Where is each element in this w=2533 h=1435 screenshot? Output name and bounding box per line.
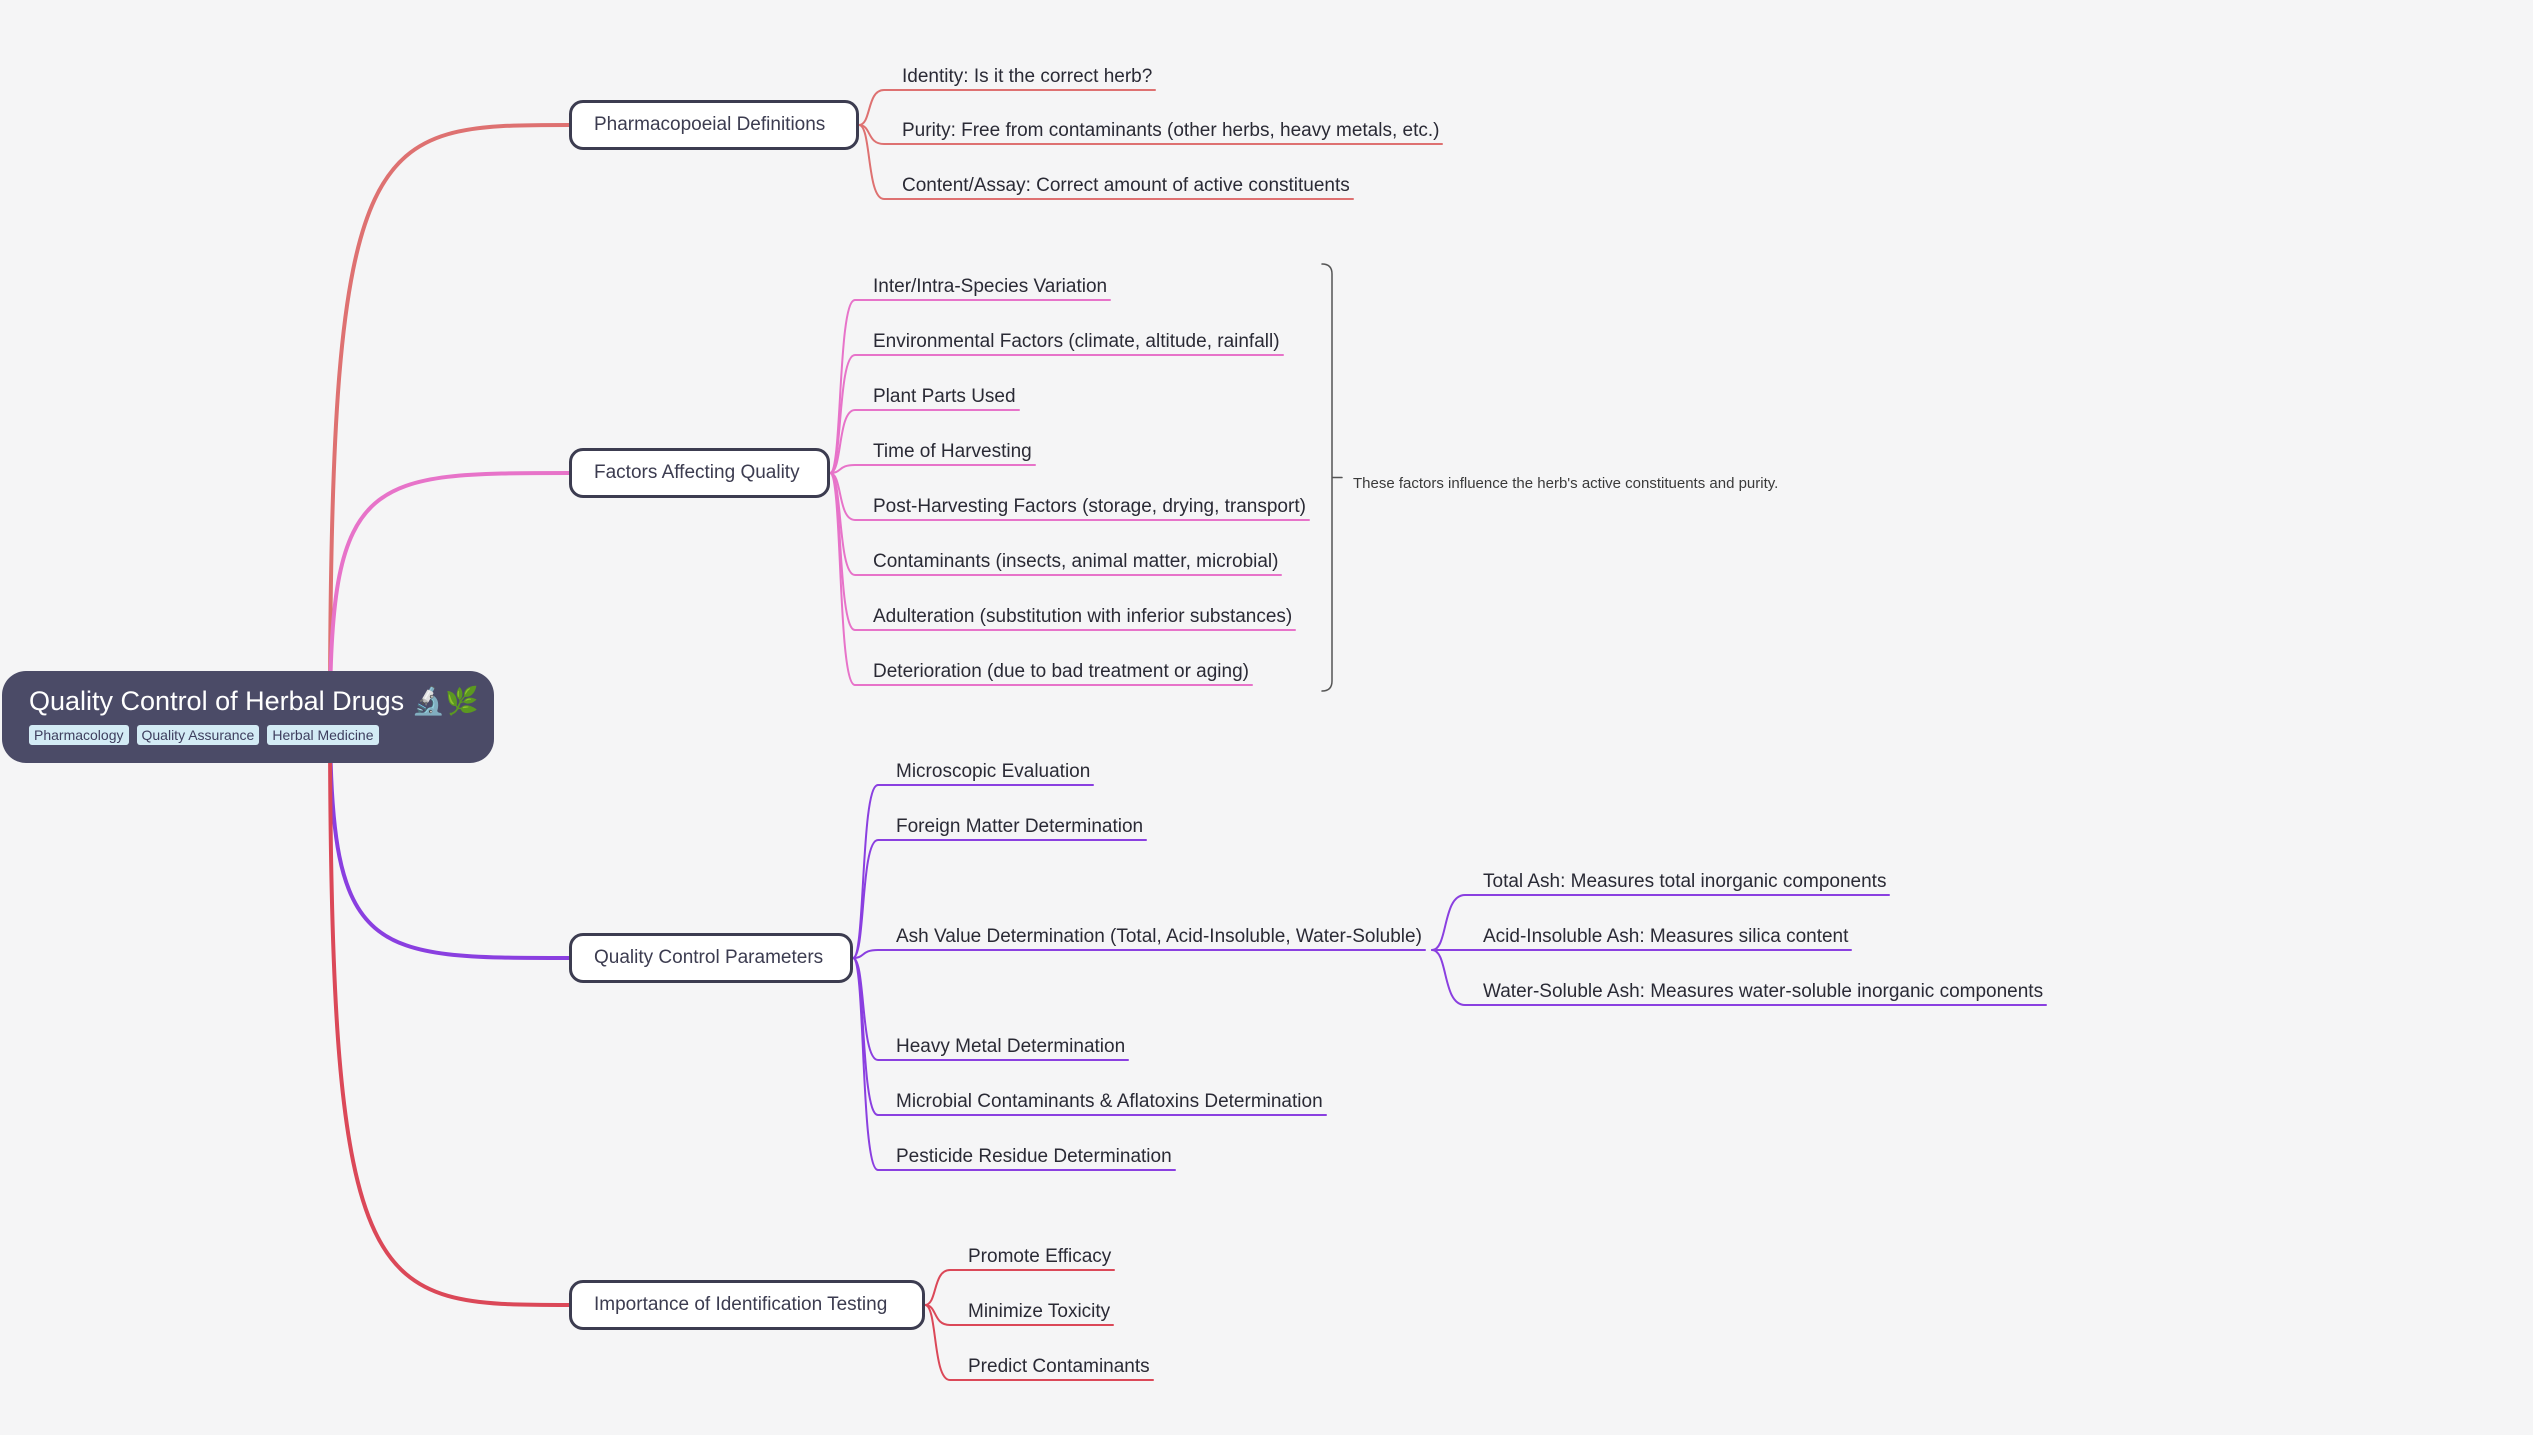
leaf-connector-0-0	[858, 89, 1156, 126]
subtopic-time-of-harvesting[interactable]: Time of Harvesting	[873, 441, 1032, 462]
subtopic-adulteration[interactable]: Adulteration (substitution with inferior…	[873, 606, 1293, 627]
leaf-connector-1-3	[829, 464, 1036, 474]
root-title: Quality Control of Herbal Drugs 🔬🌿	[29, 686, 479, 716]
topic-importance-of-identification-testing[interactable]: Importance of Identification Testing	[569, 1280, 925, 1330]
leaf-connector-2-5	[852, 957, 1176, 1171]
sub-leaf-connector-2	[1431, 949, 2047, 1006]
subtopic-water-soluble-ash[interactable]: Water-Soluble Ash: Measures water-solubl…	[1483, 981, 2044, 1002]
branch-connector-1	[328, 471, 571, 719]
subtopic-promote-efficacy[interactable]: Promote Efficacy	[968, 1246, 1112, 1267]
branch-connector-3	[328, 715, 571, 1307]
subtopic-ash-value[interactable]: Ash Value Determination (Total, Acid-Ins…	[896, 926, 1422, 947]
leaf-connector-1-2	[829, 409, 1020, 474]
subtopic-predict-contaminants[interactable]: Predict Contaminants	[968, 1356, 1150, 1377]
subtopic-contaminants[interactable]: Contaminants (insects, animal matter, mi…	[873, 551, 1279, 572]
topic-pharmacopoeial-definitions[interactable]: Pharmacopoeial Definitions	[569, 100, 859, 150]
leaf-connector-2-2	[852, 949, 1426, 959]
branch-connector-0	[328, 123, 571, 719]
subtopic-plant-parts-used[interactable]: Plant Parts Used	[873, 386, 1016, 407]
subtopic-environmental-factors[interactable]: Environmental Factors (climate, altitude…	[873, 331, 1280, 352]
subtopic-identity[interactable]: Identity: Is it the correct herb?	[902, 66, 1153, 87]
leaf-connector-0-2	[858, 124, 1354, 200]
tag-quality-assurance[interactable]: Quality Assurance	[136, 725, 260, 745]
tag-pharmacology[interactable]: Pharmacology	[29, 725, 129, 745]
subtopic-microscopic-evaluation[interactable]: Microscopic Evaluation	[896, 761, 1091, 782]
subtopic-acid-insoluble-ash[interactable]: Acid-Insoluble Ash: Measures silica cont…	[1483, 926, 1849, 947]
subtopic-heavy-metal[interactable]: Heavy Metal Determination	[896, 1036, 1126, 1057]
subtopic-post-harvesting-factors[interactable]: Post-Harvesting Factors (storage, drying…	[873, 496, 1306, 517]
subtopic-foreign-matter[interactable]: Foreign Matter Determination	[896, 816, 1144, 837]
topic-factors-affecting-quality[interactable]: Factors Affecting Quality	[569, 448, 830, 498]
tag-list: Pharmacology Quality Assurance Herbal Me…	[29, 725, 467, 745]
topic-quality-control-parameters[interactable]: Quality Control Parameters	[569, 933, 853, 983]
leaf-connector-3-0	[924, 1269, 1115, 1306]
root-topic[interactable]: Quality Control of Herbal Drugs 🔬🌿 Pharm…	[2, 671, 494, 763]
summary-note[interactable]: These factors influence the herb's activ…	[1353, 475, 1779, 492]
summary-bracket	[1321, 263, 1343, 692]
subtopic-species-variation[interactable]: Inter/Intra-Species Variation	[873, 276, 1108, 297]
leaf-connector-1-7	[829, 472, 1253, 686]
subtopic-purity[interactable]: Purity: Free from contaminants (other he…	[902, 120, 1440, 141]
subtopic-minimize-toxicity[interactable]: Minimize Toxicity	[968, 1301, 1111, 1322]
leaf-connector-3-2	[924, 1304, 1154, 1381]
leaf-connector-2-1	[852, 839, 1147, 959]
subtopic-deterioration[interactable]: Deterioration (due to bad treatment or a…	[873, 661, 1249, 682]
leaf-connector-1-1	[829, 354, 1284, 474]
subtopic-pesticide-residue[interactable]: Pesticide Residue Determination	[896, 1146, 1172, 1167]
branch-connector-2	[328, 715, 571, 960]
sub-leaf-connector-0	[1431, 894, 1890, 951]
subtopic-total-ash[interactable]: Total Ash: Measures total inorganic comp…	[1483, 871, 1887, 892]
subtopic-content-assay[interactable]: Content/Assay: Correct amount of active …	[902, 175, 1350, 196]
subtopic-microbial-aflatoxins[interactable]: Microbial Contaminants & Aflatoxins Dete…	[896, 1091, 1323, 1112]
tag-herbal-medicine[interactable]: Herbal Medicine	[267, 725, 379, 745]
